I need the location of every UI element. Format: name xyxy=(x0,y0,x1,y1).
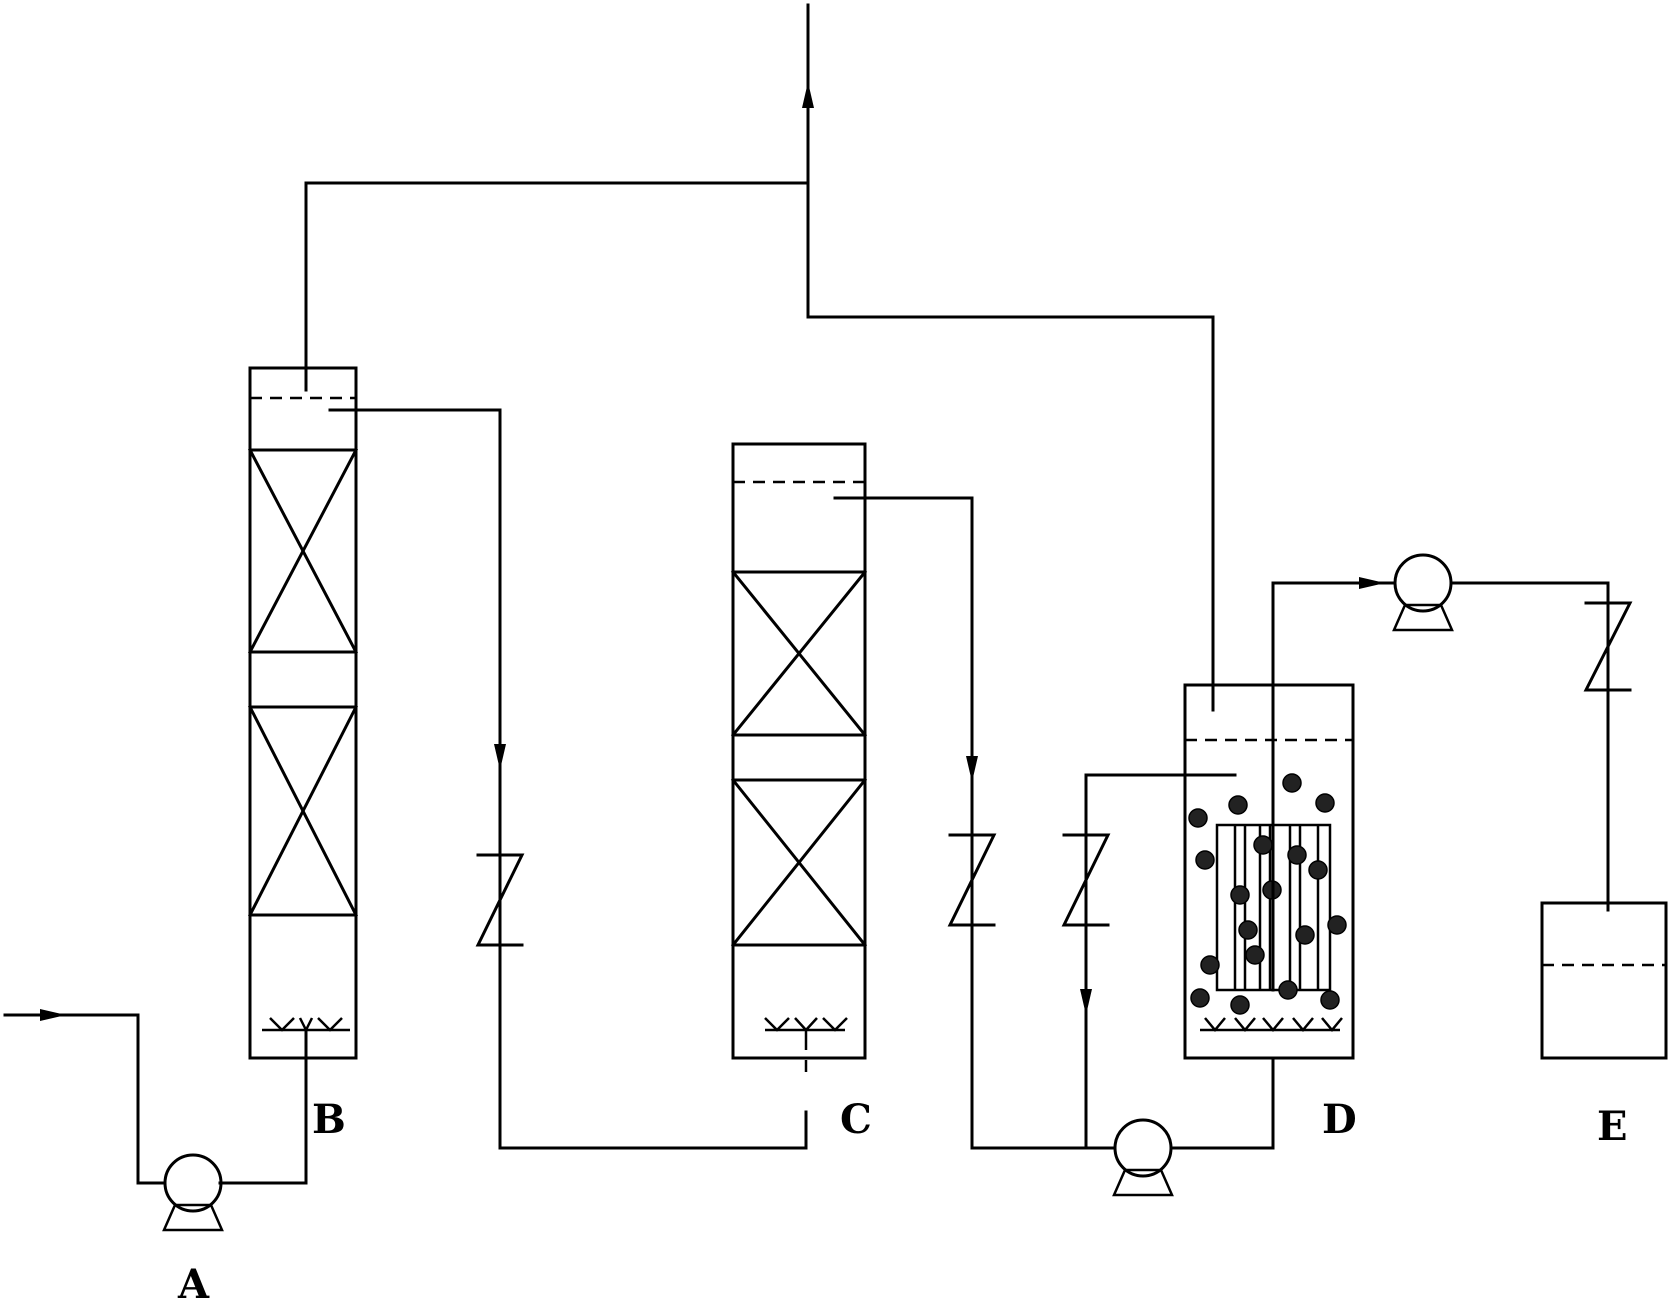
label-b: B xyxy=(312,1096,346,1143)
reactor-d xyxy=(1183,683,1355,1060)
line-c-to-pump xyxy=(833,496,1117,1150)
label-c: C xyxy=(840,1096,872,1143)
recycle-line xyxy=(1061,773,1237,1150)
column-c xyxy=(730,442,868,1060)
line-b-to-c xyxy=(328,408,808,1150)
label-d: D xyxy=(1322,1096,1357,1143)
pump-a xyxy=(162,1153,224,1232)
gas-exhaust-line xyxy=(304,3,1215,712)
pump-d-feed xyxy=(1112,1058,1275,1197)
tank-e xyxy=(1540,901,1668,1060)
column-b xyxy=(247,366,359,1062)
feed-inlet-line xyxy=(3,1009,308,1185)
label-e: E xyxy=(1597,1103,1628,1150)
label-a: A xyxy=(177,1261,210,1308)
permeate-line xyxy=(1271,553,1633,992)
